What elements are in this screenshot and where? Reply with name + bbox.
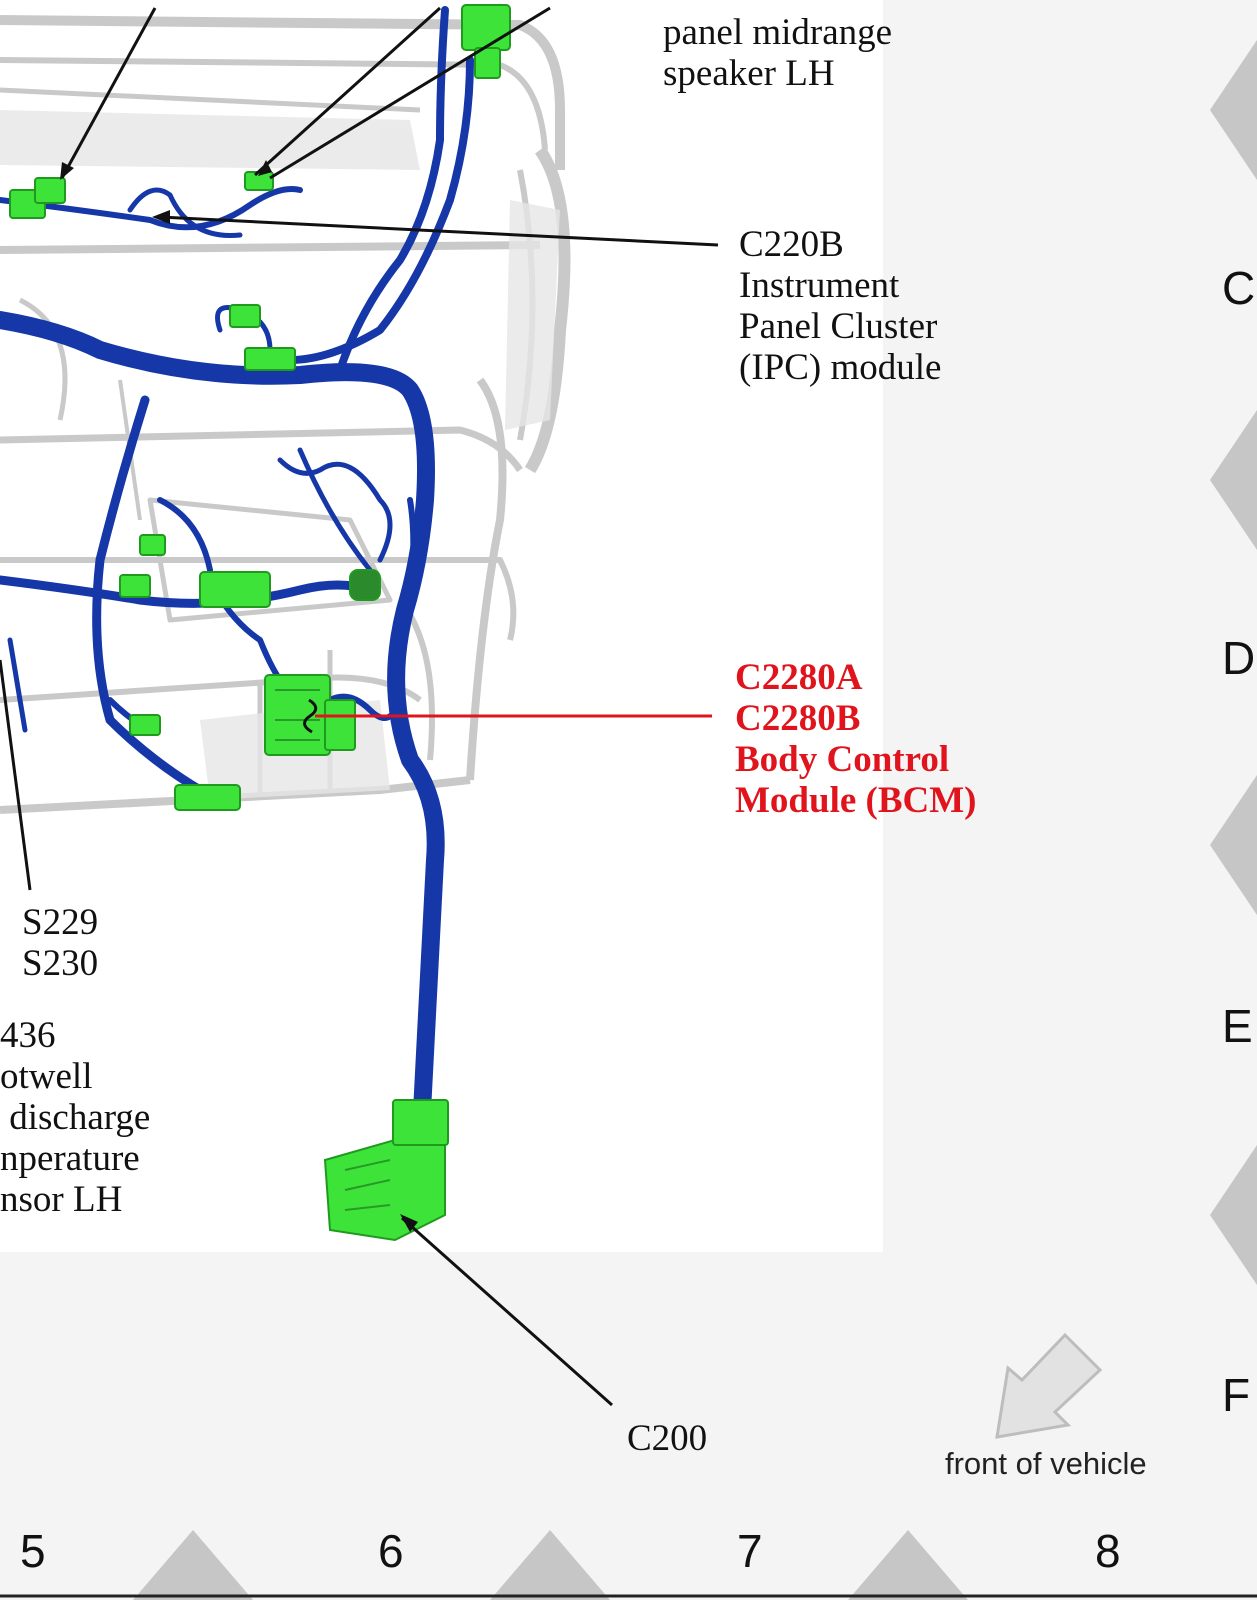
grid-column-markers bbox=[133, 1530, 968, 1600]
grid-row-e: E bbox=[1222, 1000, 1253, 1052]
callout-splices: S229 S230 bbox=[22, 902, 99, 984]
grid-row-markers bbox=[1210, 40, 1257, 1285]
callout-ipc: C220B Instrument Panel Cluster (IPC) mod… bbox=[739, 224, 942, 388]
callout-bcm: C2280A C2280B Body Control Module (BCM) bbox=[735, 657, 977, 821]
connector-top bbox=[461, 4, 511, 51]
front-arrow-icon bbox=[995, 1332, 1103, 1439]
leader-lines bbox=[0, 6, 719, 1407]
grid-row-d: D bbox=[1222, 632, 1256, 684]
leader-c200 bbox=[401, 1216, 613, 1407]
leader-speaker-connector bbox=[60, 7, 157, 179]
grid-row-c: C bbox=[1222, 262, 1256, 314]
leader-top-right bbox=[269, 6, 551, 180]
break-symbol bbox=[303, 698, 318, 734]
grid-col-7: 7 bbox=[737, 1525, 763, 1577]
leader-top-left bbox=[253, 6, 442, 177]
callout-sensor: 436 otwell discharge nperature nsor LH bbox=[0, 1015, 151, 1220]
grid-col-6: 6 bbox=[378, 1525, 404, 1577]
drawing-area bbox=[0, 0, 883, 1252]
grid-col-8: 8 bbox=[1095, 1525, 1121, 1577]
front-of-vehicle-label: front of vehicle bbox=[945, 1446, 1147, 1481]
callout-c200: C200 bbox=[627, 1418, 708, 1459]
wiring-harness bbox=[0, 6, 474, 1159]
grid-col-5: 5 bbox=[20, 1525, 46, 1577]
callout-speaker: panel midrange speaker LH bbox=[663, 12, 893, 94]
grid-row-f: F bbox=[1222, 1369, 1251, 1421]
leader-c220b bbox=[159, 215, 719, 247]
leader-splices bbox=[0, 659, 32, 891]
